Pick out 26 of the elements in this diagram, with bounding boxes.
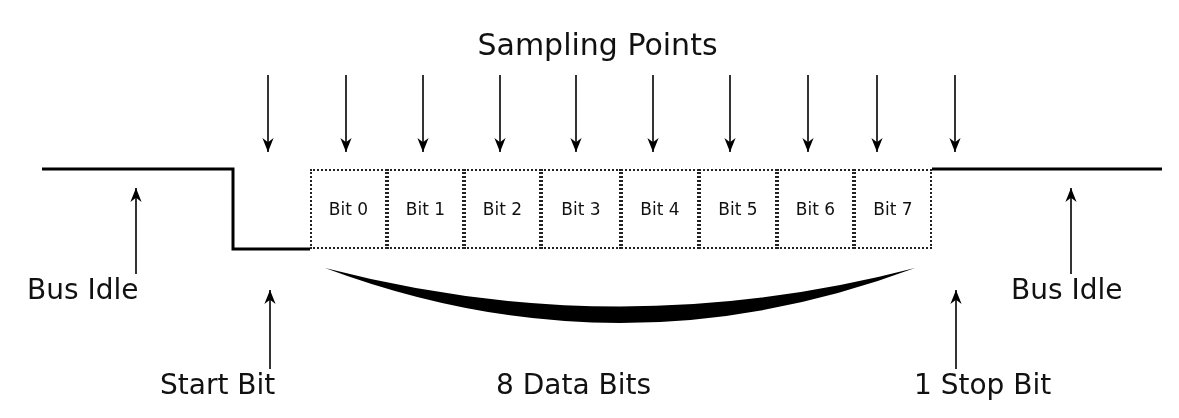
leader-line — [1065, 187, 1077, 275]
bit-cell — [464, 169, 541, 249]
annotation-label: Bus Idle — [1011, 276, 1123, 304]
annotation-label: 1 Stop Bit — [914, 371, 1052, 399]
bit-label: Bit 5 — [718, 199, 758, 219]
annotation-label: Bus Idle — [27, 276, 139, 304]
bit-label: Bit 3 — [561, 199, 601, 219]
bit-cell — [777, 169, 854, 249]
leader-line — [130, 187, 142, 275]
bit-cell — [854, 169, 932, 249]
leader-line — [264, 289, 276, 370]
annotation-label: Start Bit — [160, 371, 276, 399]
bit-label: Bit 0 — [328, 199, 369, 219]
bit-cell — [699, 169, 777, 249]
bracket-label: 8 Data Bits — [496, 371, 652, 399]
bit-label: Bit 7 — [873, 199, 913, 219]
title: Sampling Points — [476, 30, 719, 60]
bit-label: Bit 1 — [405, 199, 446, 219]
bit-cell — [541, 169, 621, 249]
bit-cell — [310, 169, 387, 249]
leader-line — [950, 289, 962, 370]
bit-label: Bit 2 — [482, 199, 523, 219]
bit-cell — [621, 169, 699, 249]
bit-label: Bit 6 — [795, 199, 836, 219]
bit-label: Bit 4 — [640, 199, 680, 219]
bit-cell — [387, 169, 464, 249]
